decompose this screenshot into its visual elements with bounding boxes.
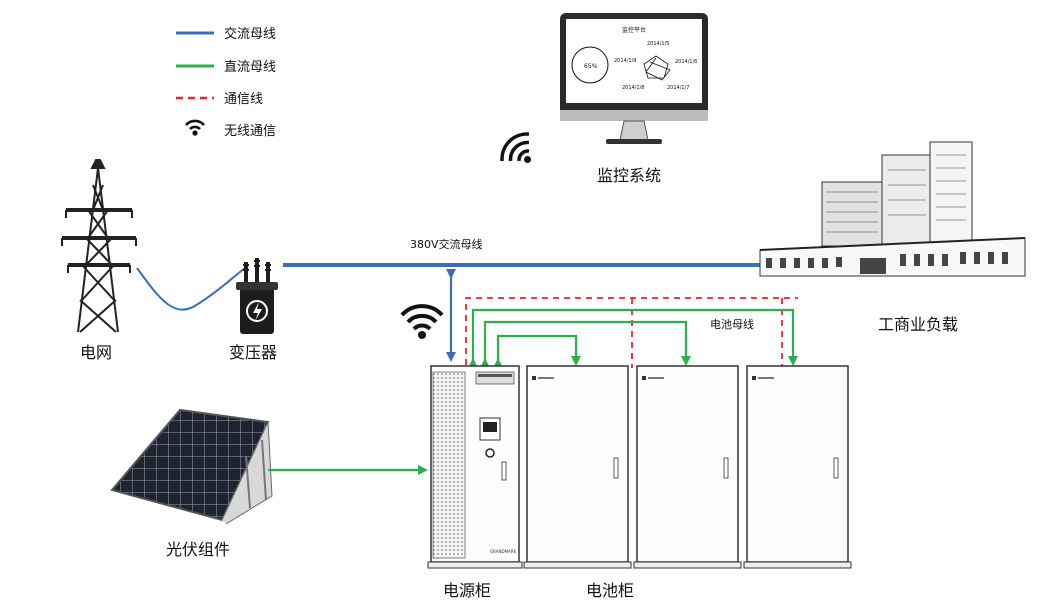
monitor-radar-chart: [643, 55, 671, 81]
monitor-pie-chart: [571, 46, 609, 84]
legend-dc-label: 直流母线: [224, 60, 276, 75]
battery-bus-label: 电池母线: [710, 317, 754, 331]
battery-cabinets-label: 电池柜: [586, 581, 634, 600]
commercial-building-icon: [759, 141, 1026, 277]
svg-text:GRANDMARK: GRANDMARK: [490, 549, 516, 554]
monitor-label: 监控系统: [597, 166, 661, 185]
monitor: 监控平台 65% 2014/1/5 2014/1/6 2014/1/7 2014…: [560, 13, 708, 185]
monitor-radar-label-3: 2014/1/7: [667, 85, 689, 91]
monitor-pie-value: 65%: [584, 63, 598, 70]
transformer-icon: [236, 258, 278, 334]
monitor-wifi-icon: [500, 132, 532, 164]
legend-wifi-icon: [185, 119, 205, 136]
legend-ac-label: 交流母线: [224, 26, 276, 42]
legend: 交流母线 直流母线 通信线 无线通信: [176, 26, 276, 139]
comm-lines: [465, 297, 798, 368]
battery-bus: [468, 308, 798, 368]
battery-cabinet-3: [743, 365, 852, 569]
monitor-radar-label-5: 2014/1/9: [614, 58, 636, 64]
pv-label: 光伏组件: [166, 540, 230, 559]
cabinet-wifi-icon: [400, 304, 444, 339]
grid-label: 电网: [80, 343, 112, 362]
monitor-chin: [560, 110, 708, 121]
power-cabinet: GRANDMARK: [427, 365, 523, 569]
battery-cabinet-1: [523, 365, 632, 569]
load-label: 工商业负载: [878, 315, 958, 334]
power-grid-tower-icon: [61, 159, 137, 333]
power-cabinet-label: 电源柜: [443, 581, 491, 600]
grid-transformer-cable: [136, 267, 246, 311]
monitor-stand: [619, 120, 649, 141]
monitor-radar-label-1: 2014/1/5: [647, 41, 669, 47]
battery-cabinet-2: [633, 365, 742, 569]
monitor-radar-label-4: 2014/1/8: [622, 85, 644, 91]
ac-bus-label: 380V交流母线: [410, 237, 483, 251]
monitor-screen-title: 监控平台: [622, 26, 646, 34]
monitor-base: [606, 139, 662, 144]
solar-panel-icon: [110, 408, 273, 525]
monitor-radar-label-2: 2014/1/6: [675, 59, 697, 65]
legend-comm-label: 通信线: [224, 92, 263, 107]
transformer-label: 变压器: [229, 343, 277, 362]
legend-wireless-label: 无线通信: [224, 124, 276, 139]
